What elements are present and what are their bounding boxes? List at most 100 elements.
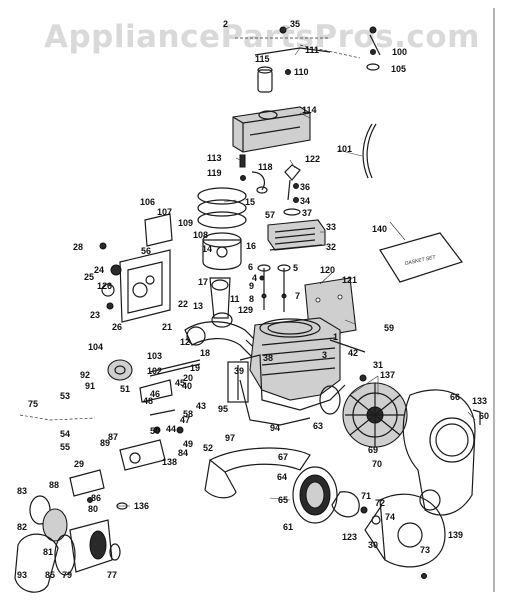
part-label: 61	[283, 522, 293, 532]
part-label: 5	[293, 263, 298, 273]
part-label: 84	[178, 448, 188, 458]
leader-lines	[117, 26, 476, 507]
part-label: 3	[322, 350, 327, 360]
part-label: 24	[94, 265, 104, 275]
part-label: 59	[384, 323, 394, 333]
part-label: 139	[448, 530, 463, 540]
part-label: 70	[372, 459, 382, 469]
part-label: 26	[112, 322, 122, 332]
part-label: 120	[320, 265, 335, 275]
part-label: 82	[17, 522, 27, 532]
part-label: 44	[166, 424, 176, 434]
part-label: 73	[420, 545, 430, 555]
part-label: 92	[80, 370, 90, 380]
part-label: 36	[300, 182, 310, 192]
part-label: 123	[342, 532, 357, 542]
part-label: 105	[391, 64, 406, 74]
engine-block	[107, 317, 367, 426]
part-label: 8	[249, 294, 254, 304]
part-label: 102	[147, 366, 162, 376]
part-label: 75	[28, 399, 38, 409]
part-label: 30	[368, 540, 378, 550]
part-label: 57	[265, 210, 275, 220]
part-label: 46	[150, 389, 160, 399]
part-label: 1	[333, 332, 338, 342]
part-label: 43	[196, 401, 206, 411]
part-label: 18	[200, 348, 210, 358]
part-label: 14	[202, 244, 212, 254]
part-label: 20	[183, 373, 193, 383]
part-label: 113	[207, 153, 222, 163]
part-label: 138	[162, 457, 177, 467]
part-label: 56	[141, 246, 151, 256]
part-label: 64	[277, 472, 287, 482]
part-label: 115	[255, 54, 270, 64]
part-label: 85	[45, 570, 55, 580]
part-label: 37	[302, 208, 312, 218]
part-label: 54	[60, 429, 70, 439]
part-label: 91	[85, 381, 95, 391]
part-label: 15	[245, 197, 255, 207]
part-label: 60	[479, 411, 489, 421]
part-label: 88	[49, 480, 59, 490]
part-label: 65	[278, 495, 288, 505]
lower-assembly	[14, 379, 427, 593]
part-label: 79	[62, 570, 72, 580]
part-label: 53	[60, 391, 70, 401]
part-label: 49	[183, 439, 193, 449]
part-label: 22	[178, 299, 188, 309]
part-label: 106	[140, 197, 155, 207]
part-label: 77	[107, 570, 117, 580]
part-label: 140	[372, 224, 387, 234]
part-label: 93	[17, 570, 27, 580]
part-label: 89	[100, 438, 110, 448]
part-label: 48	[143, 396, 153, 406]
part-label: 136	[134, 501, 149, 511]
part-label: 16	[246, 241, 256, 251]
part-label: 12	[180, 337, 190, 347]
part-label: 23	[90, 310, 100, 320]
part-label: 81	[43, 547, 53, 557]
part-label: 121	[342, 275, 357, 285]
part-label: 72	[375, 498, 385, 508]
gasket-set-label: GASKET SET	[404, 254, 437, 267]
part-label: 33	[326, 222, 336, 232]
part-label: 67	[278, 452, 288, 462]
part-label: 47	[180, 415, 190, 425]
watermark-text: AppliancePartsPros.com	[44, 19, 480, 55]
part-label: 122	[305, 154, 320, 164]
part-label: 137	[380, 370, 395, 380]
flywheel-assembly	[319, 382, 481, 568]
part-label: 101	[337, 144, 352, 154]
part-label: 11	[230, 294, 240, 304]
part-label: 103	[147, 351, 162, 361]
part-label: 87	[108, 432, 118, 442]
part-label: 51	[120, 384, 130, 394]
part-label: 94	[270, 423, 280, 433]
part-label: 9	[249, 281, 254, 291]
part-label: 40	[182, 381, 192, 391]
part-label: 95	[218, 404, 228, 414]
part-label: 58	[183, 409, 193, 419]
part-label: 114	[302, 105, 317, 115]
part-label: 111	[305, 45, 319, 55]
part-label: 35	[290, 19, 300, 29]
part-label: 39	[234, 366, 244, 376]
part-label: 118	[258, 162, 273, 172]
part-label: 21	[162, 322, 172, 332]
part-label: 4	[252, 273, 257, 283]
part-label: 19	[190, 363, 200, 373]
part-label: 7	[295, 291, 300, 301]
part-label: 83	[17, 486, 27, 496]
part-label: 6	[248, 262, 253, 272]
part-label: 52	[203, 443, 213, 453]
part-label: 74	[385, 512, 395, 522]
part-label: 31	[373, 360, 383, 370]
part-label: 42	[348, 348, 358, 358]
muffler-assembly	[232, 26, 381, 201]
part-label: 29	[74, 459, 84, 469]
part-label: 100	[392, 47, 407, 57]
part-label: 107	[157, 207, 172, 217]
part-label: 126	[97, 281, 112, 291]
